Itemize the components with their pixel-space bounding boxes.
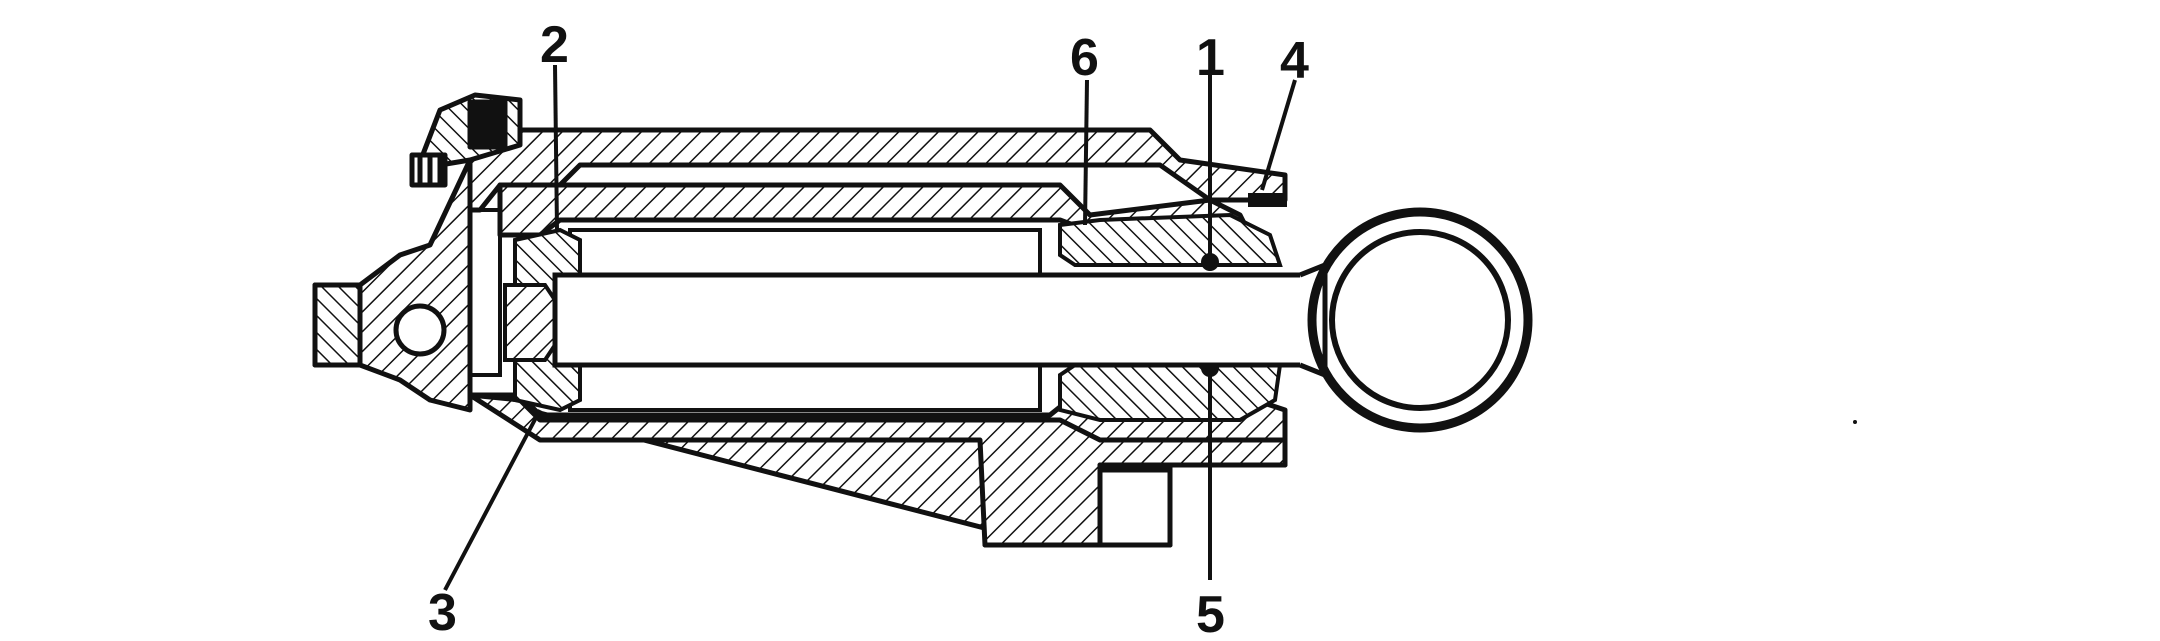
leader-2 [553,64,559,231]
leader-6 [1083,79,1089,226]
leader-lines [443,64,1297,591]
callout-1: 1 [1196,29,1225,87]
callout-4: 4 [1280,32,1309,90]
leader-4 [1260,79,1297,191]
speck [1853,420,1857,424]
rod-eye-inner [1329,229,1511,411]
gland-assembly [1058,193,1287,422]
inlet-fitting [312,282,363,368]
callout-6: 6 [1070,29,1099,87]
cylinder-housing [312,92,1288,548]
mounting-lug-block [1097,467,1173,548]
piston-rod [552,272,1318,368]
rod-seal-upper [1201,253,1219,271]
piston-nut [503,283,557,362]
callout-2: 2 [540,16,569,74]
housing-lower-wall [467,392,1288,548]
gland-upper [1058,212,1283,267]
rod-eye [1299,207,1533,433]
leader-3 [443,409,542,591]
callout-3: 3 [428,584,457,641]
retaining-clip [1248,193,1287,207]
inlet-port [393,303,447,357]
bleed-screw-cap [467,99,508,150]
rod-eye-outer [1307,207,1533,433]
fluid-passage [468,160,502,377]
gland-lower [1058,363,1283,422]
callout-5: 5 [1196,586,1225,641]
